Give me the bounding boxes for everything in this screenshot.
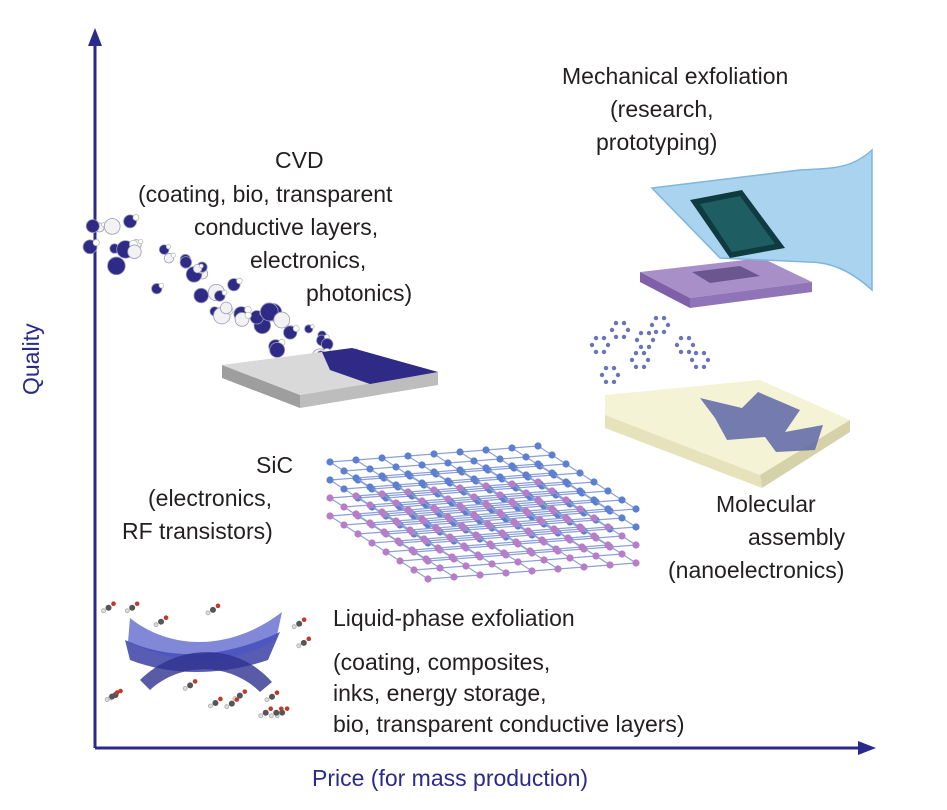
sic-title: SiC: [256, 452, 294, 478]
liquid-use-1: (coating, composites,: [333, 649, 551, 675]
cvd-molecules-icon: [82, 214, 360, 381]
y-axis-label: Quality: [18, 323, 44, 395]
x-axis-arrow: [858, 741, 876, 755]
sic-use-2: RF transistors): [122, 518, 273, 544]
molecular-use-1: assembly: [748, 524, 846, 550]
mechanical-use-2: prototyping): [596, 129, 718, 155]
mechanical-exfoliation-title: Mechanical exfoliation: [562, 63, 789, 89]
liquid-use-3: bio, transparent conductive layers): [333, 711, 685, 737]
cvd-use-1: (coating, bio, transparent: [138, 181, 393, 207]
molecular-use-2: (nanoelectronics): [668, 557, 845, 583]
liquid-phase-title: Liquid-phase exfoliation: [333, 605, 575, 631]
liquid-use-2: inks, energy storage,: [333, 680, 547, 706]
cvd-use-4: photonics): [306, 280, 413, 306]
cvd-use-2: conductive layers,: [194, 214, 379, 240]
cvd-title: CVD: [275, 147, 324, 173]
molecular-title: Molecular: [716, 491, 816, 517]
cvd-use-3: electronics,: [250, 247, 367, 273]
y-axis-arrow: [88, 28, 102, 46]
mechanical-use-1: (research,: [610, 96, 714, 122]
x-axis-label: Price (for mass production): [312, 765, 589, 791]
sic-use-1: (electronics,: [148, 485, 272, 511]
cvd-substrate-icon: [222, 348, 438, 408]
